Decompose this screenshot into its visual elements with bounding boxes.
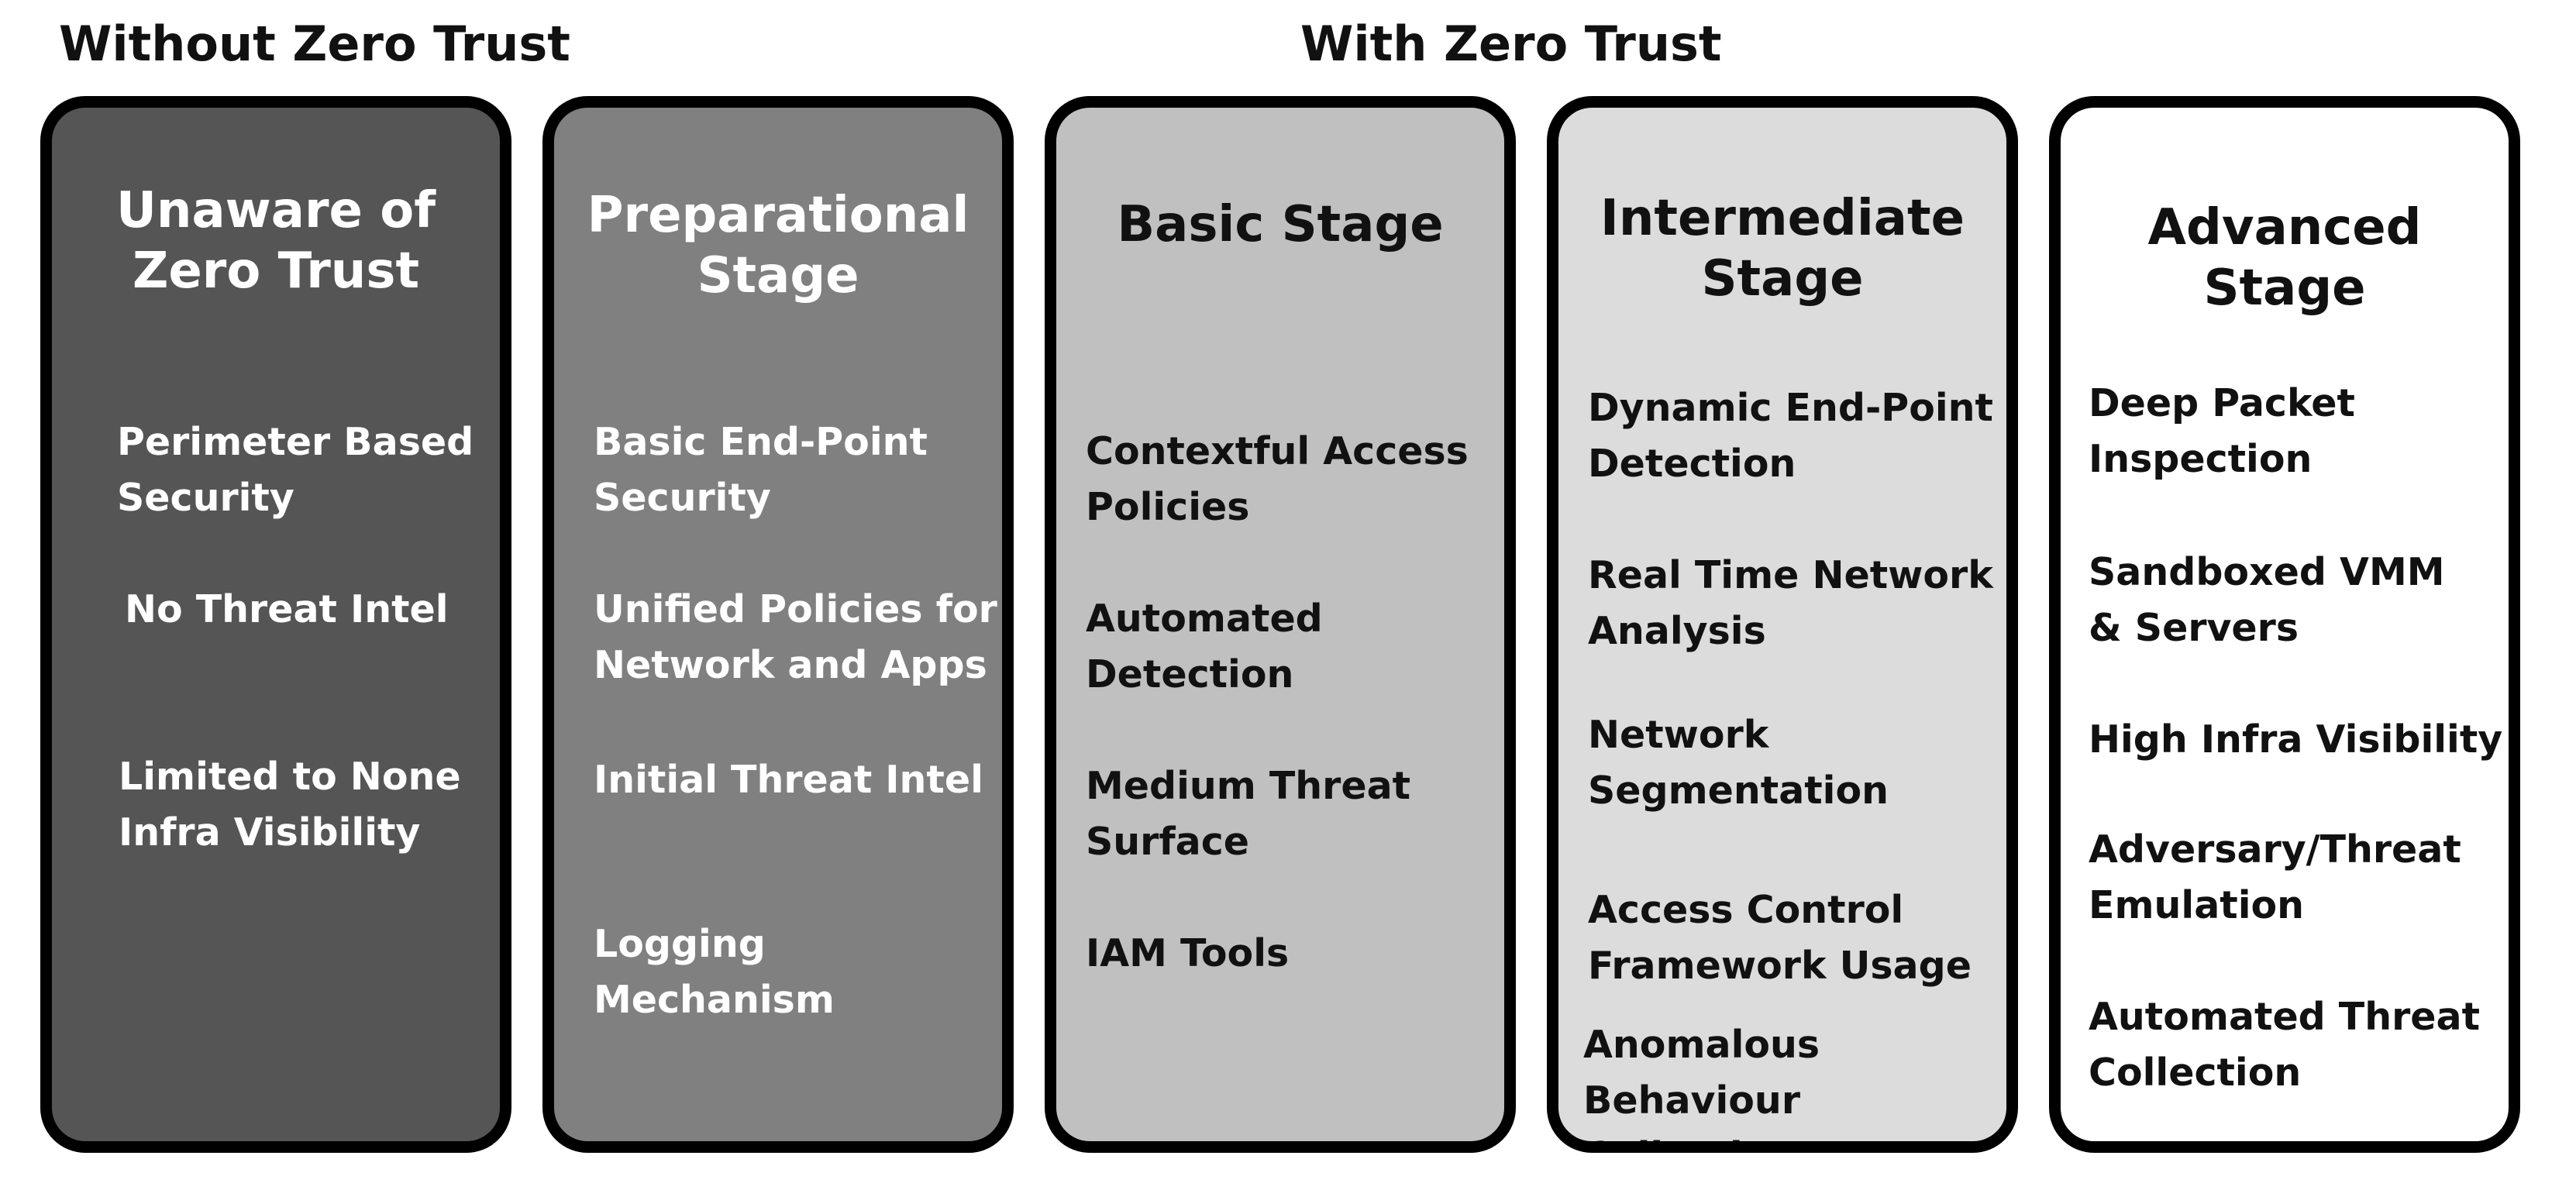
list-item: Unified Policies for Network and Apps	[594, 587, 997, 687]
stage-title: Advanced Stage	[2147, 199, 2422, 317]
list-item: Basic End-Point Security	[594, 420, 928, 520]
list-item: Deep Packet Inspection	[2089, 381, 2355, 481]
list-item: Network Segmentation	[1588, 713, 1889, 813]
list-item: Real Time Network Analysis	[1588, 553, 1993, 653]
stage-advanced: Advanced Stage Deep Packet Inspection Sa…	[2049, 96, 2520, 1153]
stage-title: Basic Stage	[1117, 196, 1444, 253]
stage-preparational: Preparational Stage Basic End-Point Secu…	[542, 96, 1014, 1153]
stage-title: Intermediate Stage	[1600, 190, 1965, 308]
list-item: Perimeter Based Security	[117, 420, 474, 520]
stage-title: Preparational Stage	[587, 187, 969, 304]
list-item: Logging Mechanism	[594, 922, 835, 1022]
list-item: No Threat Intel	[125, 587, 449, 631]
header-without-zero-trust: Without Zero Trust	[59, 15, 570, 72]
header-with-zero-trust: With Zero Trust	[1300, 15, 1722, 72]
list-item: High Infra Visibility	[2089, 717, 2503, 762]
list-item: Medium Threat Surface	[1086, 764, 1411, 864]
stage-title: Unaware of Zero Trust	[115, 182, 436, 300]
list-item: Anomalous Behaviour Collection	[1583, 1023, 1820, 1141]
list-item: Adversary/Threat Emulation	[2089, 827, 2461, 927]
list-item: Limited to None Infra Visibility	[119, 755, 461, 855]
list-item: Initial Threat Intel	[594, 758, 983, 802]
list-item: Automated Threat Collection	[2089, 995, 2481, 1095]
list-item: Sandboxed VMM & Servers	[2089, 550, 2445, 650]
stage-basic: Basic Stage Contextful Access Policies A…	[1045, 96, 1516, 1153]
list-item: Automated Detection	[1086, 597, 1323, 696]
list-item: IAM Tools	[1086, 931, 1290, 975]
list-item: Access Control Framework Usage	[1588, 888, 1972, 988]
list-item: Dynamic End-Point Detection	[1588, 386, 1993, 486]
stage-intermediate: Intermediate Stage Dynamic End-Point Det…	[1547, 96, 2018, 1153]
stage-unaware: Unaware of Zero Trust Perimeter Based Se…	[40, 96, 511, 1153]
list-item: Contextful Access Policies	[1086, 429, 1469, 529]
